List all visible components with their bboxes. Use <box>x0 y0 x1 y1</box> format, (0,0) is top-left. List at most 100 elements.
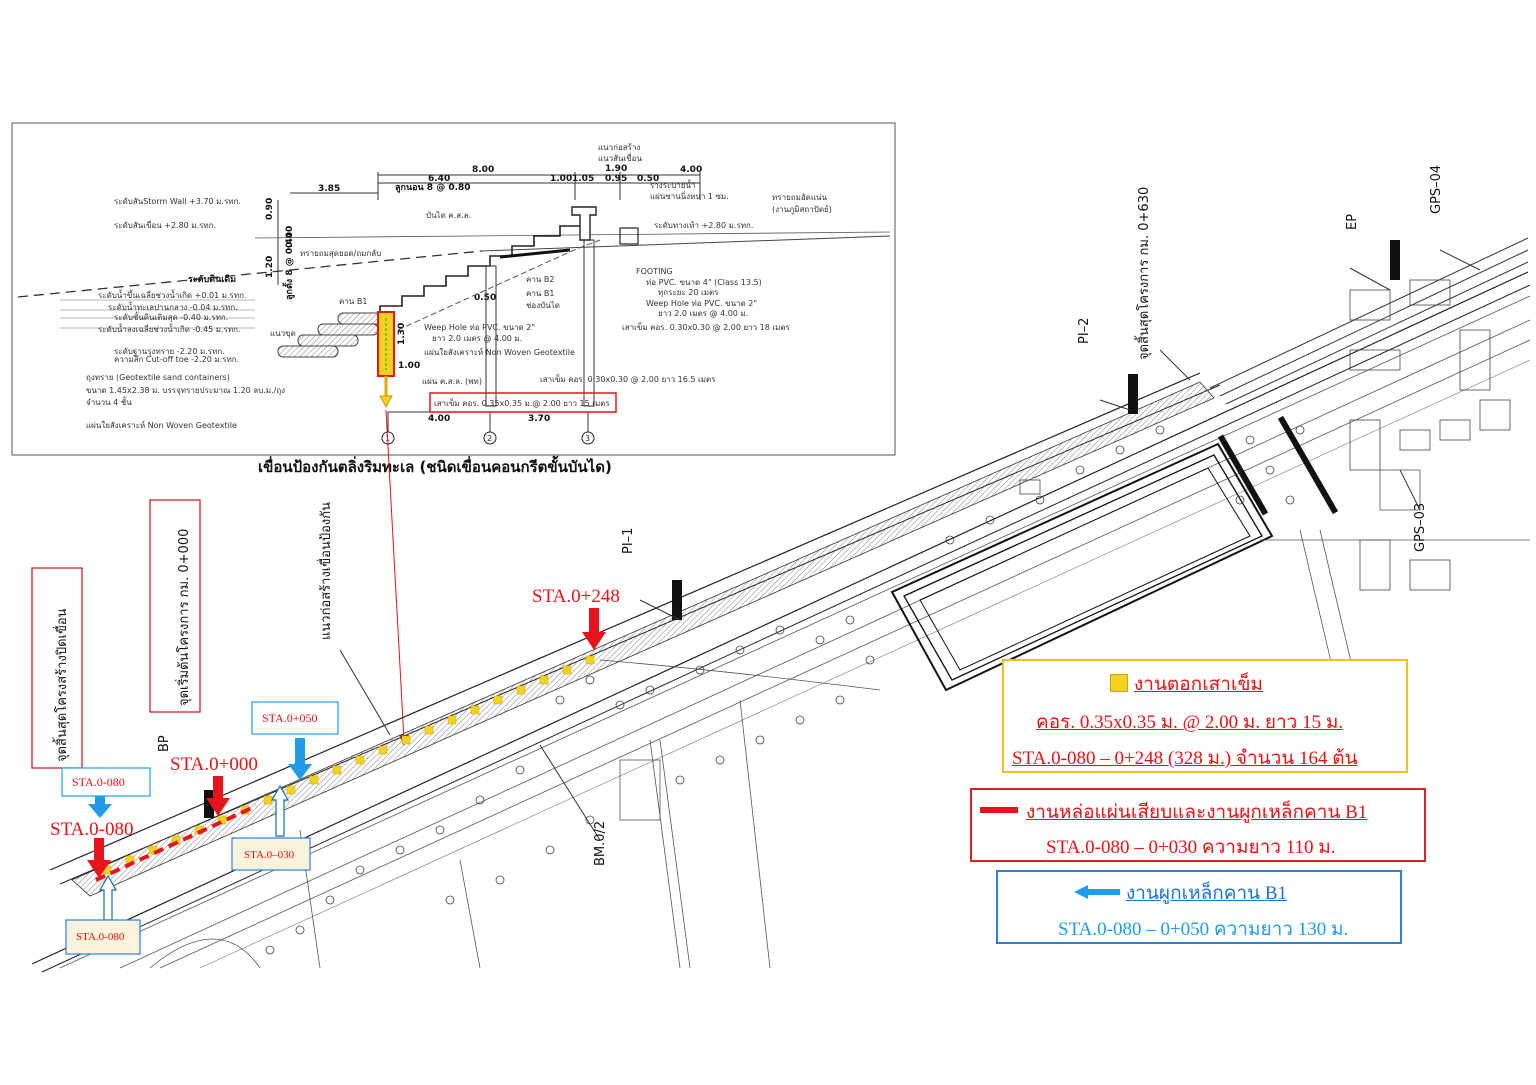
beam-b2 <box>499 248 571 259</box>
note-geotextile-mid: แผ่นใยสังเคราะห์ Non Woven Geotextile <box>424 347 575 357</box>
pile-note: เสาเข็ม คอร. 0.35x0.35 ม.@ 2.00 ยาว 15 เ… <box>434 398 610 408</box>
note-footing: FOOTING <box>636 267 673 276</box>
crest-level-line <box>254 231 891 239</box>
backfill-line <box>481 235 891 252</box>
dim-6-40: 6.40 <box>428 174 450 184</box>
note-backfill: ทรายถมสุดยอด/ถมกลับ <box>300 249 381 258</box>
label-pi2: PI–2 <box>1077 318 1092 344</box>
note-crest-line: แนวสันเขื่อน <box>598 152 642 163</box>
legend-sheet-casting: งานหล่อแผ่นเสียบและงานผูกเหล็กคาน B1 STA… <box>970 788 1426 862</box>
dim-1-05: 1.05 <box>572 174 594 184</box>
dim-1-00-inner: 1.00 <box>398 361 420 371</box>
note-weep-hole-2: Weep Hole ท่อ PVC. ขนาด 2" <box>646 299 757 308</box>
axis-3-label: 3 <box>585 434 590 443</box>
label-start-project: จุดเริ่มต้นโครงการ กม. 0+000 <box>175 529 192 706</box>
section-caption: เขื่อนป้องกันตลิ่งริมทะเล (ชนิดเขื่อนคอน… <box>258 455 612 476</box>
dim-0-95: 0.95 <box>605 174 627 184</box>
label-gps03: GPS–03 <box>1413 503 1428 552</box>
sta-box-bottom <box>65 919 141 955</box>
section-pointer-line <box>385 409 405 741</box>
sta-0-000: STA.0+000 <box>170 754 258 775</box>
legend-rebar: งานผูกเหล็กคาน B1 STA.0-080 – 0+050 ความ… <box>996 870 1402 944</box>
dim-0-50: 0.50 <box>637 174 659 184</box>
dim-3-70: 3.70 <box>528 414 550 424</box>
note-construction-line: แนวก่อสร้าง <box>598 143 640 152</box>
label-construction-line: แนวก่อสร้างเขื่อนป้องกัน <box>317 502 334 640</box>
dim-0-40: 0.40 <box>285 226 295 248</box>
label-end-cutoff: จุดสิ้นสุดโครงสร้างปิดเขื่อน <box>52 608 70 762</box>
legend-piling-title: งานตอกเสาเข็ม <box>1134 674 1263 695</box>
note-landscape: (งานภูมิสถาปัตย์) <box>772 204 832 215</box>
note-pvc-4: ท่อ PVC. ขนาด 4" (Class 13.5) <box>646 278 762 287</box>
level-high-tide: ระดับน้ำขึ้นเฉลี่ยช่วงน้ำเกิด +0.01 ม.รท… <box>98 289 246 300</box>
site-plan <box>31 237 1531 973</box>
label-start-project-box <box>149 499 201 713</box>
red-sta-arrows <box>87 608 606 878</box>
note-every-20m: ทุกระยะ 20 เมตร <box>658 288 719 297</box>
legend-piling: งานตอกเสาเข็ม คอร. 0.35x0.35 ม. @ 2.00 ม… <box>1002 659 1408 773</box>
dim-4-00-top: 4.00 <box>680 165 702 175</box>
dim-0-90: 0.90 <box>265 198 275 220</box>
legend-rebar-title: งานผูกเหล็กคาน B1 <box>1126 883 1288 904</box>
label-bp: BP <box>157 735 172 752</box>
sta-box-030-text: STA.0–030 <box>244 849 295 861</box>
blue-sta-arrows <box>88 738 312 818</box>
pond <box>890 442 1274 692</box>
axis-2-label: 2 <box>487 434 492 443</box>
dim-3-85: 3.85 <box>318 184 340 194</box>
pile-note-box <box>429 392 617 413</box>
legend-sheet-range: STA.0-080 – 0+030 ความยาว 110 ม. <box>1046 837 1336 858</box>
note-weep-hole-1: Weep Hole ท่อ PVC. ขนาด 2" <box>424 323 535 332</box>
drain <box>619 227 639 245</box>
note-walkway-level: ระดับทางเท้า +2.80 ม.รทก. <box>654 221 753 230</box>
level-old-ground: ระดับชั้นดินเดิมสุด -0.40 ม.รทก. <box>114 311 228 322</box>
note-compacted-sand: ทรายถมอัดแน่น <box>772 193 827 202</box>
sta-box-bottom-text: STA.0-080 <box>76 931 125 943</box>
note-bag-size: ขนาด 1.45x2.38 ม. บรรจุทรายประมาณ 1.20 ล… <box>86 386 285 395</box>
label-gps04: GPS–04 <box>1429 165 1444 214</box>
note-bag-layers: จำนวน 4 ชั้น <box>86 396 132 407</box>
note-beam-b2: คาน B2 <box>526 275 554 284</box>
legend-piling-spec: คอร. 0.35x0.35 ม. @ 2.00 ม. ยาว 15 ม. <box>1036 712 1344 733</box>
sta-box-030 <box>231 837 311 871</box>
sta-box-050-text: STA.0+050 <box>262 711 317 725</box>
legend-sheet-title: งานหล่อแผ่นเสียบและงานผูกเหล็กคาน B1 <box>1026 802 1368 823</box>
sta-box-050 <box>251 701 339 735</box>
level-crest: ระดับสันเขื่อน +2.80 ม.รทก. <box>114 219 216 230</box>
hollow-up-arrows <box>98 784 290 921</box>
section-frame <box>11 122 896 456</box>
sta-box-top <box>61 767 151 797</box>
label-end-project: จุดสิ้นสุดโครงการ กม. 0+630 <box>1134 187 1152 360</box>
legend-rebar-range: STA.0-080 – 0+050 ความยาว 130 ม. <box>1058 919 1349 940</box>
dim-1-20: 1.20 <box>265 256 275 278</box>
dim-run: ลูกนอน 8 @ 0.80 <box>395 183 471 193</box>
label-pi1: PI–1 <box>621 528 636 554</box>
note-beam-b1: คาน B1 <box>526 289 554 298</box>
note-weep-hole-2b: ยาว 2.0 เมตร @ 4.00 ม. <box>658 309 748 318</box>
label-bm: BM.0/2 <box>593 821 608 866</box>
dim-8-00: 8.00 <box>472 165 494 175</box>
note-excavation: แนวขุด <box>270 329 296 338</box>
level-sand-base: ระดับฐานรุงทราย -2.20 ม.รทก. <box>114 347 225 356</box>
legend-yellow-swatch <box>1110 674 1128 692</box>
legend-red-swatch <box>980 807 1018 813</box>
seawall-band <box>71 381 1215 897</box>
label-end-cutoff-box <box>31 567 83 769</box>
level-low-tide: ระดับน้ำลงเฉลี่ยช่วงน้ำเกิด -0.45 ม.รทก. <box>98 323 241 334</box>
sand-containers <box>277 312 383 358</box>
note-sealing: แผ่นซานนิ่งหนา 1 ซม. <box>650 190 729 201</box>
note-sand-bags: ถุงทราย (Geotextile sand containers) <box>86 373 230 382</box>
dim-4-00-bottom: 4.00 <box>428 414 450 424</box>
legend-blue-arrow-icon <box>1074 885 1120 899</box>
cross-section: 8.00 6.40 ลูกนอน 8 @ 0.80 3.85 1.00 1.05… <box>11 122 896 476</box>
note-geotextile: แผ่นใยสังเคราะห์ Non Woven Geotextile <box>86 420 237 430</box>
level-storm-wall: ระดับสันStorm Wall +3.70 ม.รทก. <box>114 197 241 206</box>
original-ground-line <box>17 250 483 298</box>
sta-0-248: STA.0+248 <box>532 586 620 607</box>
sta-box-top-text: STA.0-080 <box>72 775 125 789</box>
section-piles <box>377 239 595 409</box>
note-slab: แผ่น ค.ส.ล. (พท) <box>422 377 482 386</box>
dim-1-90: 1.90 <box>605 164 627 174</box>
label-ep: EP <box>1345 214 1360 230</box>
